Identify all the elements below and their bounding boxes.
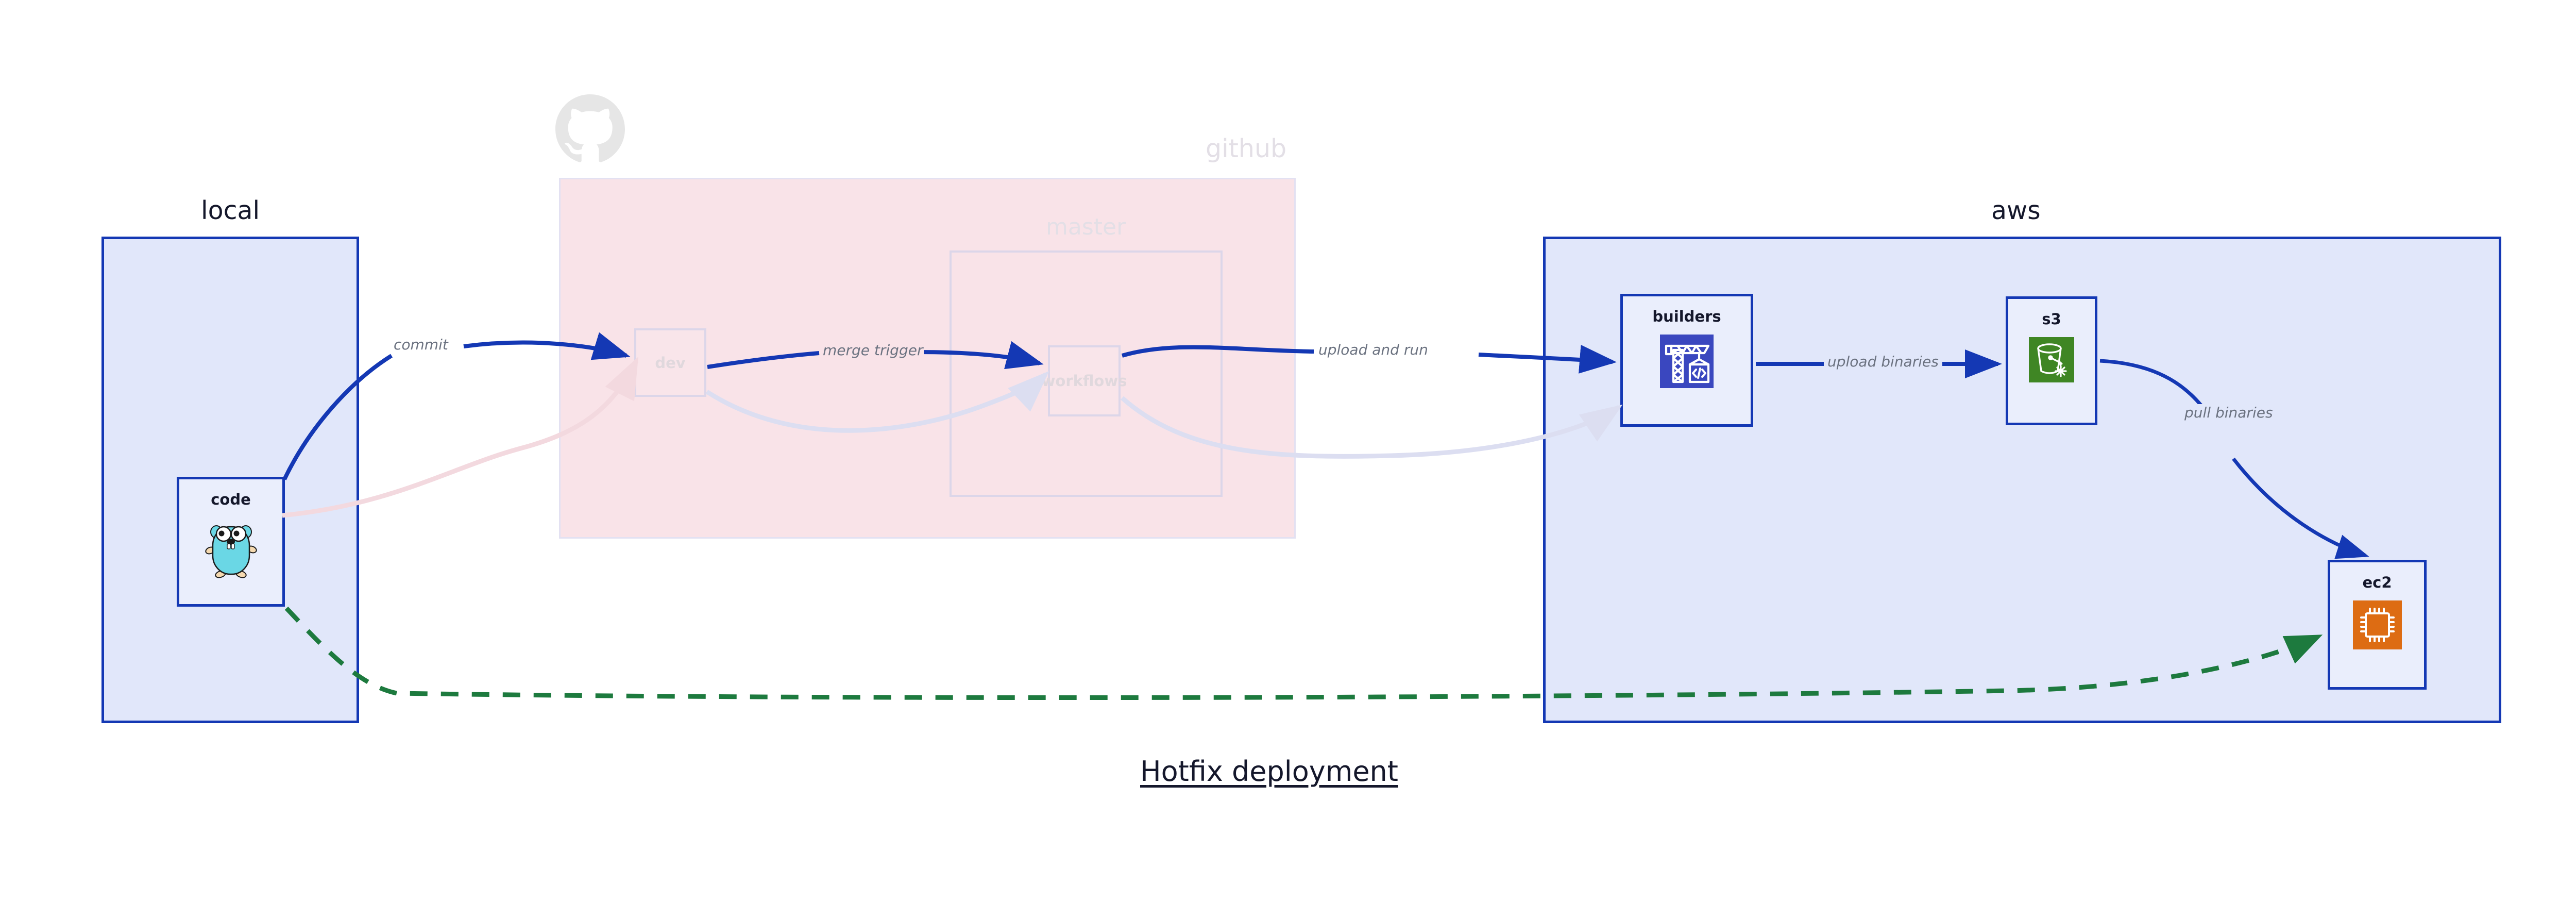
node-builders-label: builders xyxy=(1652,308,1721,325)
edge-label-merge-trigger: merge trigger xyxy=(822,342,924,359)
node-ec2[interactable]: ec2 xyxy=(2328,560,2427,690)
diagram-title: Hotfix deployment xyxy=(1140,755,1398,788)
cpu-chip-icon xyxy=(2352,600,2402,652)
node-code[interactable]: code xyxy=(177,477,285,607)
node-s3-label: s3 xyxy=(2042,310,2061,328)
group-github-title: github xyxy=(1206,134,1287,163)
edge-label-pull-binaries: pull binaries xyxy=(2183,404,2274,421)
s3-bucket-icon xyxy=(2029,337,2074,385)
node-dev-label: dev xyxy=(655,354,686,372)
node-ec2-label: ec2 xyxy=(2362,574,2392,591)
edge-label-upload-binaries: upload binaries xyxy=(1826,353,1940,370)
node-dev[interactable]: dev xyxy=(634,328,706,397)
crane-code-icon xyxy=(1660,335,1714,390)
group-local-title: local xyxy=(201,196,260,225)
node-builders[interactable]: builders xyxy=(1620,294,1753,427)
node-master-label: master xyxy=(1046,214,1126,240)
node-workflows[interactable]: workflows xyxy=(1042,345,1127,416)
edge-label-commit: commit xyxy=(394,336,448,353)
node-workflows-label: workflows xyxy=(1041,372,1127,390)
go-gopher-icon xyxy=(204,517,258,581)
group-aws-title: aws xyxy=(1991,196,2041,225)
node-code-label: code xyxy=(211,491,251,508)
github-octocat-icon xyxy=(555,94,625,164)
edge-label-upload-and-run: upload and run xyxy=(1318,341,1428,358)
node-s3[interactable]: s3 xyxy=(2006,296,2097,425)
